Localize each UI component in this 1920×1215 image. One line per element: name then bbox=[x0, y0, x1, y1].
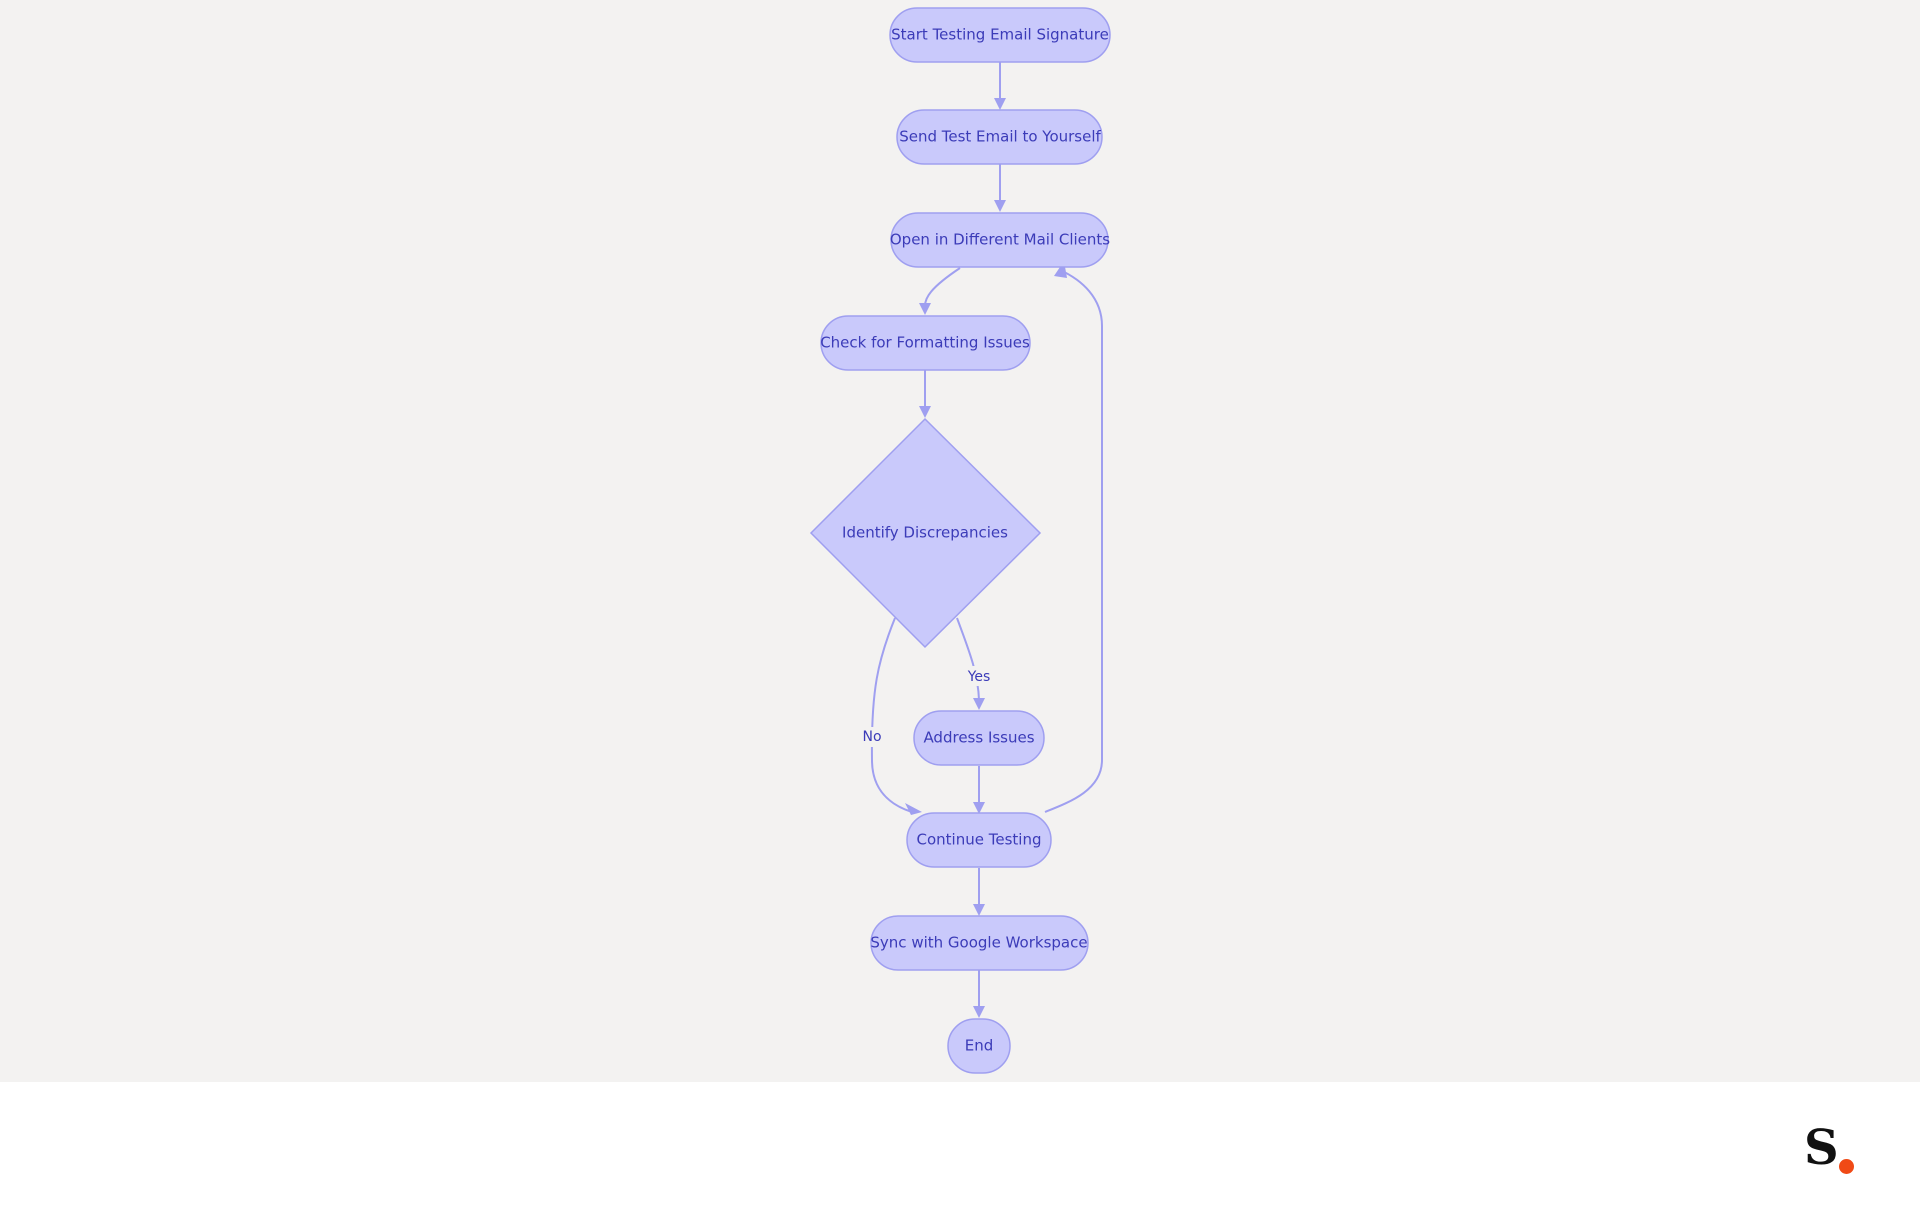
node-open: Open in Different Mail Clients bbox=[890, 212, 1110, 268]
node-label-address: Address Issues bbox=[923, 729, 1034, 747]
node-label-identify: Identify Discrepancies bbox=[842, 524, 1008, 542]
node-address: Address Issues bbox=[913, 710, 1045, 766]
arrowhead-open-check bbox=[919, 303, 931, 315]
edge-identify-continue bbox=[870, 617, 913, 813]
node-send: Send Test Email to Yourself bbox=[896, 109, 1103, 165]
arrowhead-send-open bbox=[994, 200, 1006, 212]
node-label-check: Check for Formatting Issues bbox=[820, 334, 1030, 352]
arrowhead-sync-end bbox=[973, 1006, 985, 1018]
brand-logo[interactable]: S bbox=[1804, 1120, 1856, 1176]
edge-label-no: No bbox=[862, 729, 881, 745]
node-sync: Sync with Google Workspace bbox=[870, 915, 1089, 971]
node-label-open: Open in Different Mail Clients bbox=[890, 231, 1110, 249]
arrowhead-check-identify bbox=[919, 406, 931, 418]
flowchart: Yes No Start Testing Email Signature Sen… bbox=[809, 7, 1111, 1074]
arrowhead-identify-continue bbox=[905, 803, 922, 815]
node-label-start: Start Testing Email Signature bbox=[891, 26, 1109, 44]
edge-label-yes: Yes bbox=[967, 669, 991, 685]
node-label-send: Send Test Email to Yourself bbox=[899, 128, 1101, 146]
node-start: Start Testing Email Signature bbox=[889, 7, 1111, 63]
node-label-sync: Sync with Google Workspace bbox=[870, 934, 1087, 952]
logo-dot-icon bbox=[1839, 1159, 1854, 1174]
arrowhead-continue-sync bbox=[973, 904, 985, 916]
footer bbox=[0, 1082, 1920, 1215]
arrowhead-identify-address bbox=[973, 698, 985, 710]
edges bbox=[870, 62, 1103, 1018]
edge-continue-open bbox=[1044, 269, 1103, 813]
node-end: End bbox=[947, 1018, 1011, 1074]
arrowhead-address-continue bbox=[973, 802, 985, 814]
node-identify: Identify Discrepancies bbox=[809, 417, 1042, 649]
edge-identify-address bbox=[956, 617, 980, 701]
edge-open-check bbox=[924, 267, 961, 307]
logo-letter: S bbox=[1804, 1120, 1839, 1176]
node-check: Check for Formatting Issues bbox=[820, 315, 1031, 371]
node-continue: Continue Testing bbox=[906, 812, 1052, 868]
edge-labels: Yes No bbox=[859, 666, 994, 747]
arrowhead-start-send bbox=[994, 98, 1006, 110]
node-label-continue: Continue Testing bbox=[917, 831, 1042, 849]
diagram-canvas: Yes No Start Testing Email Signature Sen… bbox=[0, 0, 1920, 1082]
node-label-end: End bbox=[965, 1037, 994, 1055]
